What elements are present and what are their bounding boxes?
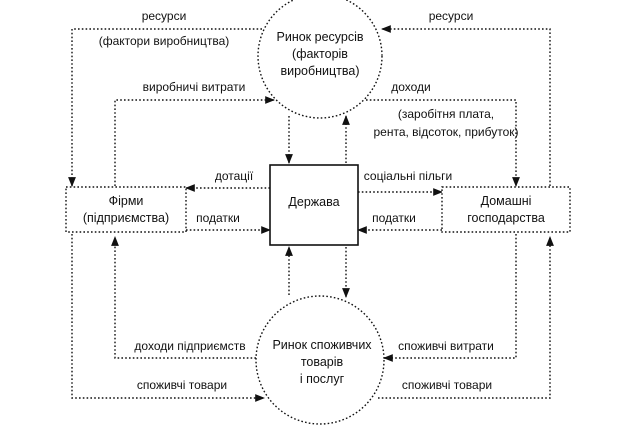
label-consumer-spending: споживчі витрати <box>398 339 494 353</box>
label-resources-left: ресурси <box>142 9 187 23</box>
label-consumer-goods-right: споживчі товари <box>402 378 492 392</box>
households-title: Домашні господарства <box>467 194 545 225</box>
households-node <box>441 186 571 233</box>
svg-text:і послуг: і послуг <box>300 372 345 386</box>
label-subsidies: дотації <box>215 169 254 183</box>
label-social-benefits: соціальні пільги <box>364 169 452 183</box>
label-taxes-left: податки <box>196 211 240 225</box>
svg-text:(факторів: (факторів <box>292 47 348 61</box>
svg-text:Ринок ресурсів: Ринок ресурсів <box>277 30 364 44</box>
state-node <box>269 164 359 246</box>
firms-node <box>65 186 187 233</box>
label-business-income: доходи підприємств <box>134 339 245 353</box>
arrow-consumer-goods-to-households <box>378 236 554 399</box>
consumer-market-title: Ринок споживчих товарів і послуг <box>272 338 372 386</box>
label-production-costs: виробничі витрати <box>143 80 246 94</box>
resource-market-title: Ринок ресурсів (факторів виробництва) <box>277 30 364 78</box>
label-income-detail-1: (заробітня плата, <box>398 107 494 121</box>
consumer-market-node <box>255 295 385 425</box>
label-income: доходи <box>391 80 431 94</box>
label-resources-right: ресурси <box>429 9 474 23</box>
label-taxes-right: податки <box>372 211 416 225</box>
flow-arrows <box>68 25 554 402</box>
svg-text:виробництва): виробництва) <box>280 64 359 78</box>
arrow-resources-from-households <box>381 25 551 186</box>
svg-text:Держава: Держава <box>288 195 339 209</box>
arrow-resources-to-firms <box>68 28 262 187</box>
firms-title: Фірми (підприємства) <box>83 194 169 225</box>
arrow-income <box>366 99 520 187</box>
svg-text:Ринок споживчих: Ринок споживчих <box>272 338 372 352</box>
resource-market-node <box>257 0 383 119</box>
svg-text:Домашні: Домашні <box>481 194 532 208</box>
svg-text:(підприємства): (підприємства) <box>83 211 169 225</box>
svg-text:Фірми: Фірми <box>109 194 144 208</box>
arrow-consumer-goods-from-firms <box>71 234 265 402</box>
arrow-business-income <box>111 236 256 359</box>
svg-text:господарства: господарства <box>467 211 545 225</box>
label-consumer-goods-left: споживчі товари <box>137 378 227 392</box>
label-income-detail-2: рента, відсоток, прибуток) <box>374 125 519 139</box>
label-factors-left: (фактори виробництва) <box>99 34 230 48</box>
state-title: Держава <box>288 195 339 209</box>
svg-text:товарів: товарів <box>301 355 344 369</box>
